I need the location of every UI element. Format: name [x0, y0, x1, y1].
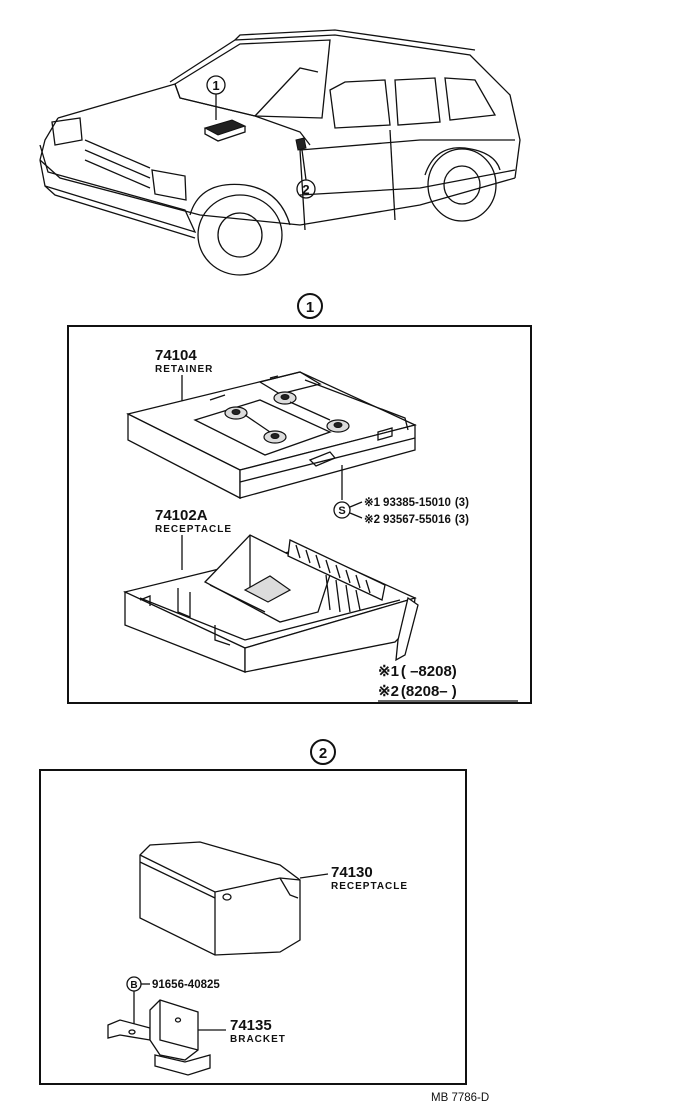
receptacle-a-part-number: 74102A [155, 507, 208, 524]
screw-symbol-label: S [338, 505, 345, 517]
receptacle-b-part-name: RECEPTACLE [331, 881, 408, 892]
applicability-row-1: ※1( –8208) [378, 663, 457, 680]
screw-symbol [333, 501, 351, 519]
diagram-code: MB 7786-D [431, 1092, 489, 1104]
callout-1-car-label: 1 [212, 78, 219, 93]
retainer-part-name: RETAINER [155, 364, 213, 375]
view-1-marker [297, 293, 323, 319]
car-illustration [39, 29, 521, 276]
retainer-plate [126, 371, 417, 500]
bracket [107, 999, 211, 1076]
bolt-part-number: 91656-40825 [152, 979, 220, 991]
view-2-marker-label: 2 [319, 745, 327, 762]
view-1-marker-label: 1 [306, 299, 314, 316]
applicability-row-2: ※2(8208– ) [378, 683, 457, 700]
receptacle-b-part-number: 74130 [331, 864, 373, 881]
view-2-marker [310, 739, 336, 765]
bolt-symbol-label: B [130, 980, 137, 991]
view-1-frame [67, 325, 532, 704]
receptacle-a-part-name: RECEPTACLE [155, 524, 232, 535]
receptacle-box [139, 841, 301, 956]
retainer-part-number: 74104 [155, 347, 197, 364]
callout-2-car-label: 2 [302, 182, 309, 197]
bracket-part-number: 74135 [230, 1017, 272, 1034]
bracket-part-name: BRACKET [230, 1034, 286, 1045]
receptacle-tray [123, 534, 419, 673]
view-2-frame [39, 769, 467, 1085]
